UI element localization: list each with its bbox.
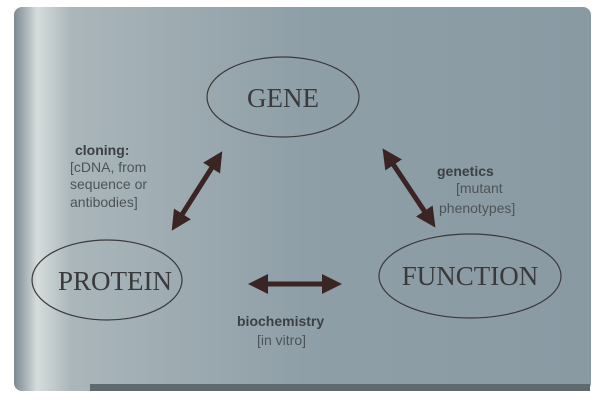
node-function: FUNCTION [378,233,562,319]
label-genetics-line: [mutant [456,180,503,196]
label-cloning-line: [cDNA, from [70,159,146,175]
label-genetics: genetics [mutant phenotypes] [437,163,515,216]
label-cloning-line: antibodies] [70,194,138,210]
node-protein-label: PROTEIN [58,266,172,296]
slide-background [14,7,591,391]
label-genetics-line: phenotypes] [439,200,515,216]
label-cloning: cloning: [cDNA, from sequence or antibod… [70,142,147,210]
label-biochemistry-line: [in vitro] [257,332,306,348]
slide-bottom-edge [90,384,590,391]
node-gene-label: GENE [247,83,319,113]
label-cloning-title: cloning: [75,142,129,158]
label-biochemistry: biochemistry [in vitro] [237,313,324,348]
node-protein: PROTEIN [31,239,183,321]
node-gene: GENE [206,56,360,138]
label-cloning-line: sequence or [70,176,147,192]
arrow-gene-protein [171,151,223,231]
node-function-label: FUNCTION [402,261,539,291]
arrow-gene-function [382,148,436,228]
label-genetics-title: genetics [437,163,494,179]
label-biochemistry-title: biochemistry [237,313,324,329]
